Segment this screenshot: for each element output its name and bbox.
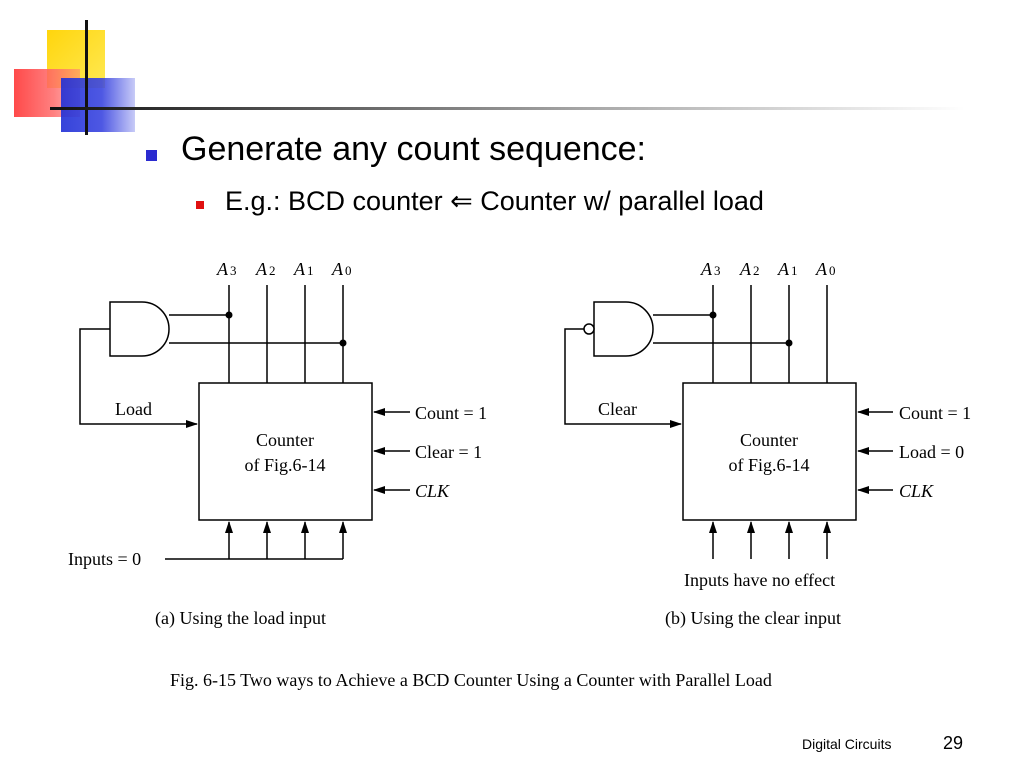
right-junction-a1 xyxy=(785,339,793,347)
right-box-line1: Counter xyxy=(740,430,798,450)
right-feedback-label: Clear xyxy=(598,399,637,419)
right-circuit xyxy=(564,285,893,559)
right-input-load: Load = 0 xyxy=(899,442,964,462)
left-double-arrow-icon: ⇐ xyxy=(450,186,473,217)
footer-course-label: Digital Circuits xyxy=(802,736,892,752)
left-input-clk: CLK xyxy=(415,481,450,501)
left-feedback-wire xyxy=(79,328,198,428)
right-input-count: Count = 1 xyxy=(899,403,971,423)
left-caption: (a) Using the load input xyxy=(155,608,326,629)
left-feedback-label: Load xyxy=(115,399,152,419)
right-box-line2: of Fig.6-14 xyxy=(729,455,810,475)
bullet-square-icon xyxy=(146,150,157,161)
left-input-count: Count = 1 xyxy=(415,403,487,423)
figure-caption: Fig. 6-15 Two ways to Achieve a BCD Coun… xyxy=(170,670,772,690)
bullet2-prefix: E.g.: BCD counter xyxy=(225,186,451,216)
bullet-level2-text: E.g.: BCD counter ⇐ Counter w/ parallel … xyxy=(225,186,764,217)
right-nand-gate xyxy=(593,301,654,357)
left-and-gate xyxy=(109,301,170,357)
left-counter-box xyxy=(198,382,373,521)
left-circuit xyxy=(79,285,410,560)
decorative-vertical-line xyxy=(85,20,88,135)
left-bottom-label: Inputs = 0 xyxy=(68,549,141,569)
bullet-level1-text: Generate any count sequence: xyxy=(181,130,646,168)
bullet2-suffix: Counter w/ parallel load xyxy=(472,186,764,216)
left-box-line1: Counter xyxy=(256,430,314,450)
decorative-blue-square xyxy=(61,78,135,132)
title-underline xyxy=(50,107,965,110)
left-input-clear: Clear = 1 xyxy=(415,442,482,462)
slide-number: 29 xyxy=(943,733,964,753)
bullet-square-small-icon xyxy=(196,201,204,209)
right-nand-bubble xyxy=(583,323,595,335)
right-input-clk: CLK xyxy=(899,481,934,501)
right-junction-a3 xyxy=(709,311,717,319)
right-counter-box xyxy=(682,382,857,521)
right-feedback-wire xyxy=(564,328,682,428)
left-junction-a0 xyxy=(339,339,347,347)
right-bottom-label: Inputs have no effect xyxy=(684,570,835,590)
right-caption: (b) Using the clear input xyxy=(665,608,841,629)
left-box-line2: of Fig.6-14 xyxy=(245,455,326,475)
left-junction-a3 xyxy=(225,311,233,319)
